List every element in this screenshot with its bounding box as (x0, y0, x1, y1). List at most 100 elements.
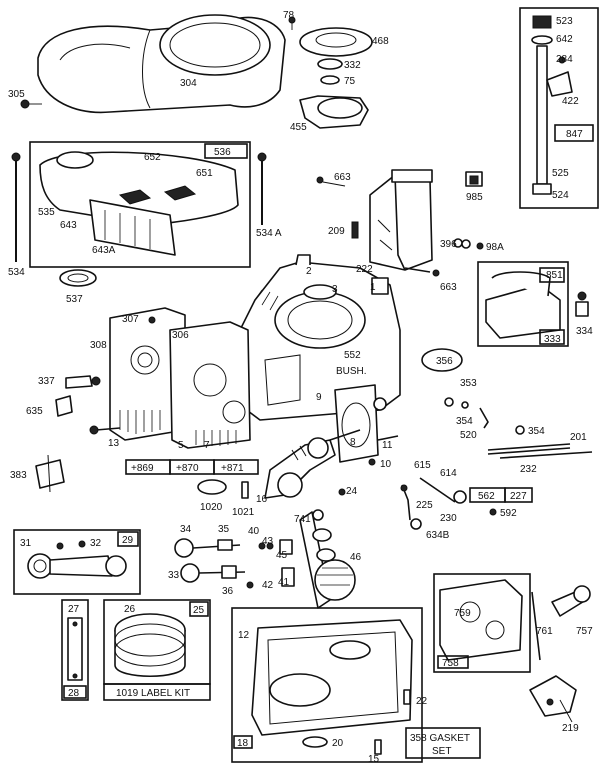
label-847: 847 (566, 129, 583, 140)
label-16: 16 (256, 494, 268, 505)
label-46: 46 (350, 552, 362, 563)
label-5: 5 (178, 440, 184, 451)
label-78: 78 (283, 10, 295, 21)
cylinder-head-308 (109, 307, 251, 449)
link-rods (487, 443, 593, 459)
label-307: 307 (122, 314, 139, 325)
fuel-tank-assembly-536 (29, 141, 251, 268)
label-851: 851 (546, 270, 563, 281)
label-761: 761 (536, 626, 553, 637)
label-354-right: 354 (528, 426, 545, 437)
label-652: 652 (144, 152, 161, 163)
label-32: 32 (90, 538, 102, 549)
label-9: 9 (316, 392, 322, 403)
label-230: 230 (440, 513, 457, 524)
label-1021: 1021 (232, 507, 255, 518)
label-383: 383 (10, 470, 27, 481)
label-356: 356 (436, 356, 453, 367)
control-bracket-222 (316, 169, 484, 277)
label-985: 985 (466, 192, 483, 203)
label-8: 8 (350, 437, 356, 448)
label-358-gasket: 358 GASKET (410, 733, 470, 744)
part-985 (465, 171, 483, 187)
label-225: 225 (416, 500, 433, 511)
callout-labels: 304 305 78 468 332 75 455 523 642 284 42… (8, 10, 593, 765)
label-13: 13 (108, 438, 120, 449)
label-41: 41 (278, 577, 290, 588)
label-332: 332 (344, 60, 361, 71)
label-534A: 534 A (256, 228, 282, 239)
part-219 (529, 675, 577, 723)
screen-group (288, 16, 373, 129)
piston-25 (103, 599, 211, 701)
label-219: 219 (562, 723, 579, 734)
label-7: 7 (204, 440, 210, 451)
label-29: 29 (122, 535, 134, 546)
label-523: 523 (556, 16, 573, 27)
label-524: 524 (552, 190, 569, 201)
label-354-left: 354 (456, 416, 473, 427)
label-634B: 634B (426, 530, 450, 541)
label-1019-label-kit: 1019 LABEL KIT (116, 688, 190, 699)
label-758: 758 (442, 658, 459, 669)
label-396: 396 (440, 239, 457, 250)
label-2: 2 (306, 266, 312, 277)
gasket-set-box (405, 727, 481, 759)
label-20: 20 (332, 738, 344, 749)
label-537: 537 (66, 294, 83, 305)
label-643A: 643A (92, 245, 116, 256)
label-40: 40 (248, 526, 260, 537)
label-45: 45 (276, 550, 288, 561)
label-520: 520 (460, 430, 477, 441)
label-22: 22 (416, 696, 428, 707)
label-643: 643 (60, 220, 77, 231)
label-12: 12 (238, 630, 250, 641)
label-304: 304 (180, 78, 197, 89)
label-27: 27 (68, 604, 80, 615)
bearing-plate-assembly (334, 384, 399, 466)
crankshaft-16 (197, 429, 361, 499)
label-201: 201 (570, 432, 587, 443)
label-18: 18 (237, 738, 249, 749)
label-1020: 1020 (200, 502, 223, 513)
label-337: 337 (38, 376, 55, 387)
label-bush: BUSH. (336, 366, 367, 377)
label-1: 1 (370, 282, 376, 293)
label-25: 25 (193, 605, 205, 616)
label-222: 222 (356, 264, 373, 275)
label-43: 43 (262, 536, 274, 547)
label-11: 11 (382, 440, 393, 451)
label-set: SET (432, 746, 451, 757)
label-663-top: 663 (334, 172, 351, 183)
tank-bolts (11, 152, 267, 262)
label-75: 75 (344, 76, 356, 87)
seal-537 (59, 269, 97, 287)
valve-train (174, 538, 295, 589)
label-3: 3 (332, 284, 338, 295)
label-227: 227 (510, 491, 527, 502)
label-353: 353 (460, 378, 477, 389)
blower-housing-304 (20, 14, 286, 114)
label-552: 552 (344, 350, 361, 361)
label-534: 534 (8, 267, 25, 278)
label-24: 24 (346, 486, 358, 497)
label-26: 26 (124, 604, 136, 615)
label-28: 28 (68, 688, 80, 699)
small-parts-353 (444, 397, 525, 435)
label-635: 635 (26, 406, 43, 417)
label-615: 615 (414, 460, 431, 471)
label-31: 31 (20, 538, 32, 549)
gasket-boxes (125, 459, 259, 475)
label-422: 422 (562, 96, 579, 107)
label-592: 592 (500, 508, 517, 519)
label-36: 36 (222, 586, 234, 597)
left-small-parts (35, 375, 121, 493)
throttle-linkage (400, 477, 533, 530)
label-468: 468 (372, 36, 389, 47)
label-334: 334 (576, 326, 593, 337)
label-33: 33 (168, 570, 180, 581)
label-651: 651 (196, 168, 213, 179)
label-15: 15 (368, 754, 380, 765)
piston-pin-28 (61, 599, 89, 701)
label-333: 333 (544, 334, 561, 345)
